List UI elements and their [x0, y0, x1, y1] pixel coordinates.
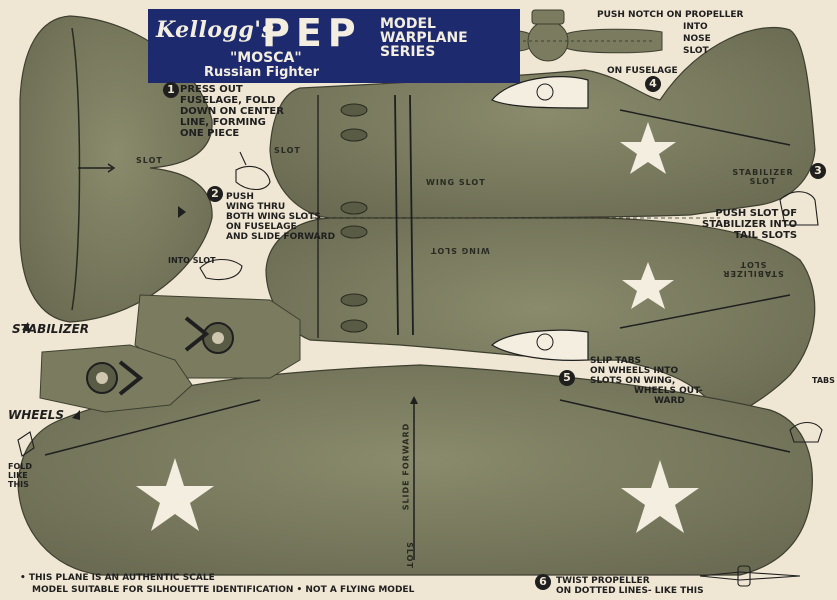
arrow-marks [22, 206, 186, 420]
fuselage-top-half [269, 26, 816, 219]
stabilizer-label: STABILIZER [12, 322, 90, 336]
wing-slot-label: WING SLOT [426, 178, 486, 187]
wing-slot-mirror-label: WING SLOT [430, 246, 490, 255]
main-wing-piece [17, 364, 813, 576]
into-slot-label: INTO SLOT [168, 256, 216, 265]
wheel-pieces [39, 294, 301, 413]
step-2-text: PUSH WING THRU BOTH WING SLOTS ON FUSELA… [226, 192, 336, 242]
footer-line-1: • THIS PLANE IS AN AUTHENTIC SCALE [20, 573, 215, 583]
series-title: MODEL WARPLANE SERIES [380, 16, 468, 60]
step-3-number: 3 [810, 163, 826, 179]
stabilizer-slot-label: SLOT [136, 156, 163, 165]
step-4-text-fuselage: ON FUSELAGE [607, 66, 678, 76]
step-4-text-slot: SLOT [683, 46, 709, 56]
footer-line-2: MODEL SUITABLE FOR SILHOUETTE IDENTIFICA… [32, 585, 415, 595]
fold-like-this-label: FOLD LIKE THIS [8, 462, 33, 489]
model-name: "MOSCA" [230, 50, 302, 66]
instruction-sketches [17, 151, 823, 587]
step-6-number: 6 [535, 574, 551, 590]
step-5-text: SLIP TABS ON WHEELS INTO SLOTS ON WING, … [590, 356, 703, 406]
slide-forward-label: SLIDE FORWARD [401, 422, 411, 511]
stabilizer-slot-bottom-label: STABILIZER SLOT [722, 260, 784, 278]
step-4-number: 4 [645, 76, 661, 92]
product-name: PEP [262, 11, 362, 55]
step-1-text: PRESS OUT FUSELAGE, FOLD DOWN ON CENTER … [180, 84, 284, 139]
brand-logo: Kellogg's [156, 17, 275, 43]
wheels-label: WHEELS [8, 408, 64, 422]
stabilizer-slot-top-label: STABILIZER SLOT [732, 168, 794, 186]
wing-slot-end-label: SLOT [404, 542, 414, 569]
step-2-number: 2 [207, 186, 223, 202]
step-1-number: 1 [163, 82, 179, 98]
step-4-text-main: PUSH NOTCH ON PROPELLER [597, 10, 744, 20]
step-4-text-nose: NOSE [683, 34, 711, 44]
fuselage-slot-label: SLOT [274, 146, 301, 155]
title-banner: Kellogg's PEP MODEL WARPLANE SERIES "MOS… [148, 9, 520, 83]
step-4-text-into: INTO [683, 22, 708, 32]
step-3-text: PUSH SLOT OF STABILIZER INTO TAIL SLOTS [702, 208, 798, 241]
tabs-label: TABS [812, 376, 835, 385]
model-type: Russian Fighter [204, 65, 320, 80]
step-5-number: 5 [559, 370, 575, 386]
step-6-text: TWIST PROPELLER ON DOTTED LINES- LIKE TH… [556, 576, 704, 596]
